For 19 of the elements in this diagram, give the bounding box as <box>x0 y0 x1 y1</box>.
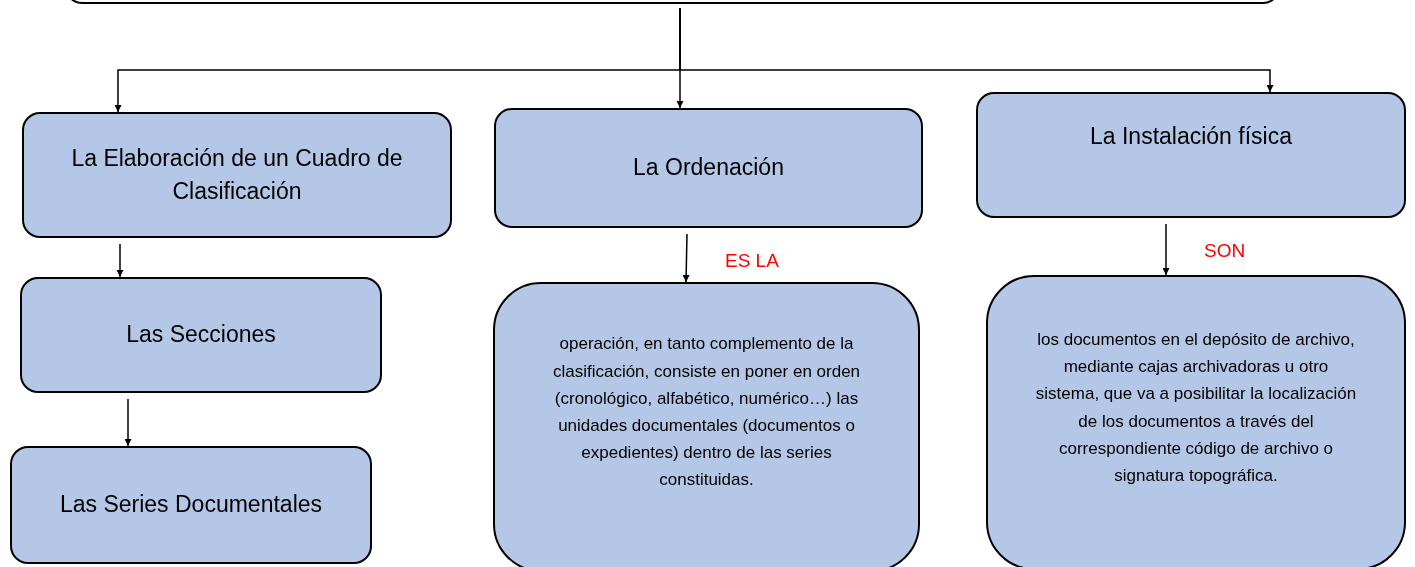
concept-box <box>493 282 920 567</box>
concept-box <box>20 277 382 393</box>
arrow <box>679 7 1274 93</box>
concept-box <box>22 112 452 238</box>
node-text: Las Secciones <box>126 320 276 350</box>
node-text: Las Series Documentales <box>59 490 323 520</box>
node-text: La Instalación física <box>1090 122 1292 151</box>
node-text: La Elaboración de un Cuadro de Clasificación <box>70 143 404 206</box>
node-text: los documentos en el depósito de archivo, mediante cajas archivadoras u otro sistema, que va a posibilitar la localización de los documentos a través del correspondiente código de archivo o signatura topográfica. <box>1034 328 1358 487</box>
concept-box <box>10 446 372 564</box>
arrow <box>682 233 690 283</box>
arrow <box>124 398 132 447</box>
node-text: La Ordenación <box>633 153 784 183</box>
arrow <box>116 243 124 278</box>
node-text: operación, en tanto complemento de la clasificación, consiste en poner en orden (cronológico, alfabético, numérico…) las unidades documentales (documentos o expedientes) dentro de las series constituidas. <box>551 333 862 492</box>
arrow <box>1162 223 1170 276</box>
concept-box <box>986 275 1406 567</box>
concept-box <box>494 108 923 228</box>
concept-box <box>976 92 1406 218</box>
